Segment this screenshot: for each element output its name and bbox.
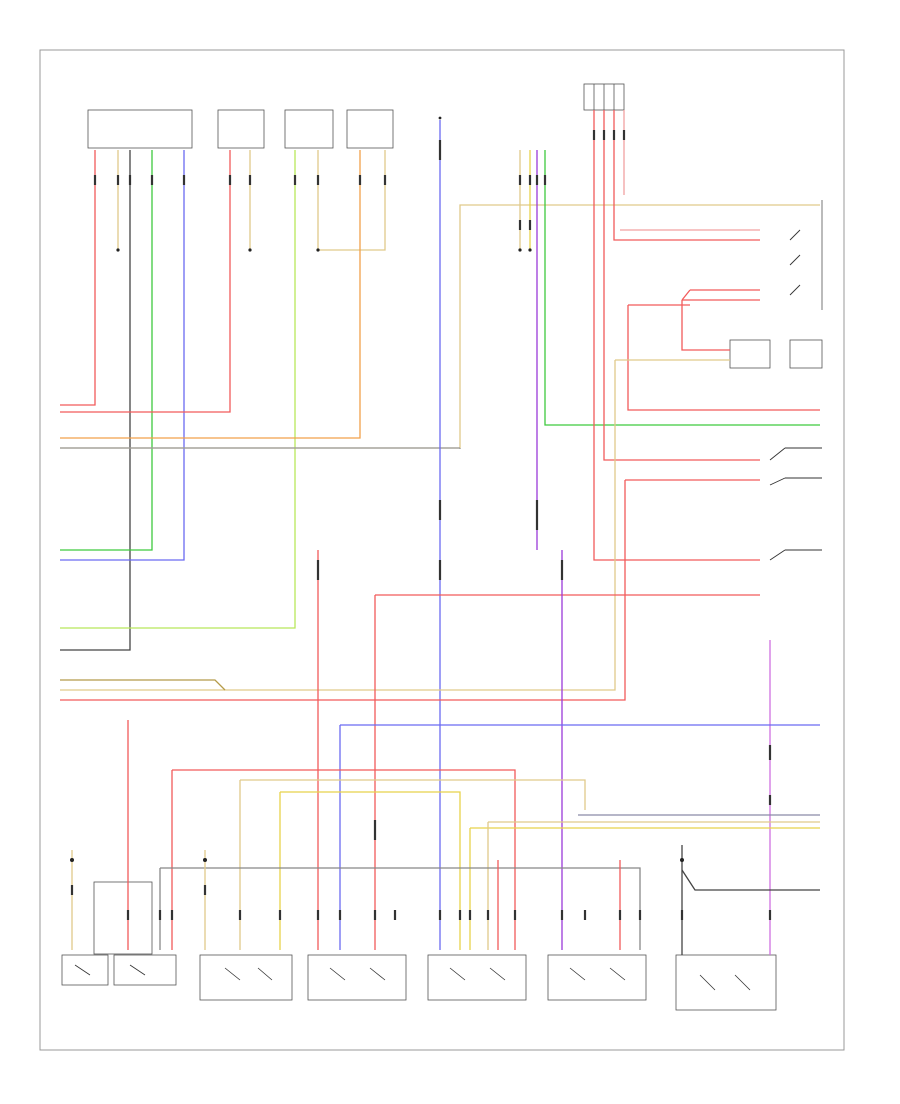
component-box [427, 954, 527, 1001]
component-box [547, 954, 647, 1001]
connector-pins [70, 130, 772, 920]
component-box [87, 109, 193, 149]
switch-symbols [74, 964, 751, 991]
component-box [61, 954, 109, 986]
relay-contacts [769, 229, 822, 561]
top-components [87, 83, 823, 369]
component-box [307, 954, 407, 1001]
component-box [346, 109, 394, 149]
relay-box [789, 339, 823, 369]
connector-bracket [93, 881, 153, 955]
component-box [217, 109, 265, 149]
diagram-frame [39, 49, 845, 1051]
component-box [113, 954, 177, 986]
component-box [284, 109, 334, 149]
component-box [199, 954, 293, 1001]
junction-dots [70, 116, 684, 862]
relay-box [729, 339, 771, 369]
wires [60, 110, 820, 955]
component-box [675, 954, 777, 1011]
bottom-components [61, 881, 777, 1011]
